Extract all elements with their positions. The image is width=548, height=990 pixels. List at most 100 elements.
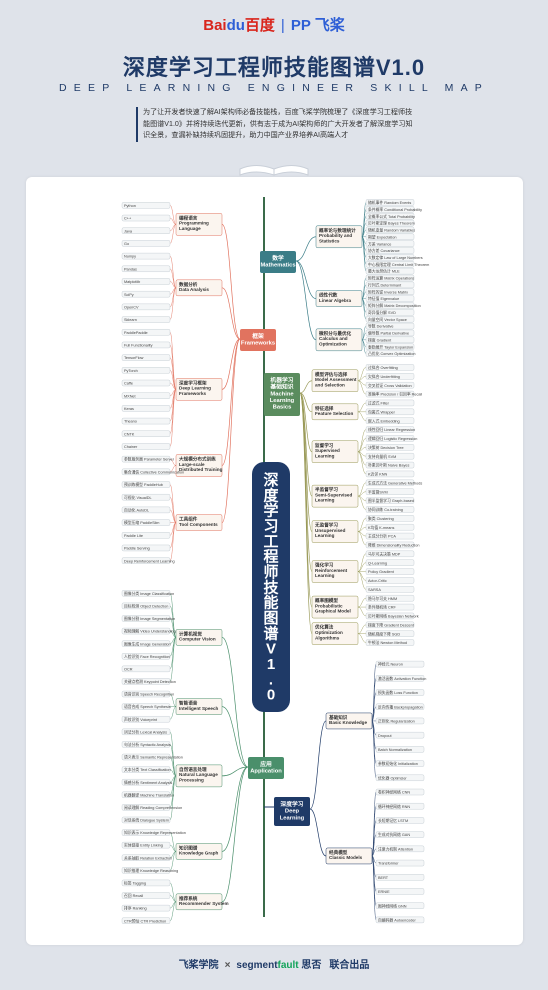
dl-group-leaf-label: 正则化 Regularization [378, 719, 415, 724]
math-group-leaf [365, 350, 415, 357]
framework-group-leaf [121, 468, 171, 476]
application-group-link [221, 766, 249, 852]
framework-group-leaf-label: Matplotlib [124, 280, 140, 284]
application-group-leaf-label: 语音识别 Speech Recognition [124, 692, 174, 697]
ml-group-leaf-label: 生成式方法 Generative Methods [368, 480, 422, 485]
framework-group-leaf [121, 506, 171, 514]
application-group-leaf-link [169, 744, 177, 777]
math-group-leaf [365, 212, 415, 220]
ml-group-leaf-link [357, 429, 367, 452]
dl-group-leaf-label: 神经元 Neuron [378, 662, 403, 667]
math-group-leaf [365, 322, 415, 330]
ml-group-leaf-label: 支持向量机 SVM [368, 454, 396, 459]
dl-group-leaf-link [371, 855, 377, 906]
ml-group-leaf-label: 协同训练 Co-training [368, 507, 403, 512]
application-group-leaf [121, 665, 171, 673]
application-group-leaf [121, 690, 171, 698]
framework-group-leaf-label: C++ [124, 217, 132, 221]
center-title-char: V [266, 641, 276, 658]
application-group-leaf [121, 791, 171, 799]
application-group-leaf [121, 766, 171, 773]
framework-group-leaf-label: 可视化 VisualDL [124, 495, 152, 500]
math-group-leaf-label: 最大似然估计 MLE [368, 269, 400, 274]
application-group-leaf-link [169, 901, 177, 921]
ml-group-leaf-link [357, 633, 367, 643]
ml-group-leaf-link [357, 367, 367, 381]
framework-group-leaf [121, 532, 171, 539]
ml-group-leaf [365, 621, 415, 629]
framework-group-leaf-link [169, 389, 177, 447]
ml-group-leaf [365, 497, 415, 504]
ml-group-leaf-link [357, 606, 367, 617]
logo-bar: Baidu百度|PP 飞桨 [0, 14, 548, 35]
ml-group-leaf [365, 399, 415, 407]
math-group-leaf [365, 254, 415, 261]
math-group-leaf [365, 233, 415, 241]
framework-group-leaf [121, 493, 171, 501]
framework-group-leaf-link [169, 268, 177, 289]
ml-group-leaf [365, 373, 415, 380]
application-group-leaf [121, 816, 171, 824]
framework-group-leaf-link [169, 509, 177, 523]
framework-group-leaf-label: TensorFlow [124, 356, 144, 360]
ml-group-leaf-link [357, 531, 367, 546]
framework-group-link [221, 338, 241, 466]
dl-group-leaf-label: 图神经网络 GNN [378, 903, 407, 908]
ml-group-leaf [365, 639, 415, 646]
ml-group-leaf-label: 降维 Dimensionality Reduction [368, 543, 420, 548]
ml-group-leaf-label: 过拟合 Overfitting [368, 365, 398, 370]
application-group-leaf [121, 615, 171, 622]
framework-group-leaf [121, 227, 171, 234]
ml-group-leaf [365, 461, 415, 469]
framework-group-leaf-label: Numpy [124, 255, 136, 259]
framework-group-leaf-link [169, 458, 177, 466]
dl-group-leaf-label: BERT [378, 876, 389, 880]
center-title-char: . [269, 671, 273, 688]
application-group-leaf [121, 728, 171, 736]
ml-group-leaf-link [357, 451, 367, 475]
footer-x: × [224, 960, 231, 971]
center-title-char: 能 [263, 594, 278, 612]
framework-group-leaf-label: 集合通信 Collective Communication [124, 469, 184, 474]
framework-group-leaf [121, 443, 171, 450]
framework-group-leaf-link [169, 496, 177, 523]
math-group-leaf-label: 凸优化 Convex Optimization [368, 351, 415, 356]
framework-group-leaf [121, 278, 171, 285]
application-group-leaf-label: 图像生成 Image Generation [124, 641, 171, 646]
application-group-leaf-link [169, 882, 177, 903]
ml-group-leaf-label: 朴素贝叶斯 Naive Bayes [368, 463, 409, 468]
application-group-leaf [121, 703, 171, 710]
ml-group-leaf-link [357, 376, 367, 381]
application-group-leaf [121, 892, 171, 899]
application-group-leaf-label: 文本分类 Text Classification [124, 767, 171, 772]
application-group-leaf [121, 879, 171, 887]
application-group-leaf-label: 知识表示 Knowledge Representation [124, 830, 186, 835]
application-group-leaf-label: 声纹识别 Voiceprint [124, 717, 158, 722]
math-group-leaf-label: 大数定律 Law of Large Numbers [368, 255, 423, 260]
application-group-leaf [121, 867, 171, 874]
dl-group-leaf [375, 689, 425, 696]
math-group-leaf [365, 274, 415, 282]
ml-group-leaf [365, 568, 415, 575]
dl-group-leaf-label: 激活函数 Activation Function [378, 676, 426, 681]
math-branch-box [260, 251, 296, 273]
center-title-char: 谱 [263, 624, 278, 642]
math-group-leaf-label: 向量空间 Vector Space [368, 317, 407, 322]
ml-group-leaf [365, 523, 415, 531]
ml-group-leaf-label: Policy Gradient [368, 570, 395, 574]
dl-group-link [309, 720, 327, 810]
ml-group-leaf-label: 随机梯度下降 SGD [368, 631, 400, 636]
math-group-leaf-label: 奇异值分解 SVD [368, 310, 396, 315]
framework-group-leaf-label: PyTorch [124, 369, 138, 373]
application-branch-box [248, 757, 284, 779]
ml-group-leaf-link [357, 597, 367, 608]
dl-group-leaf [375, 859, 425, 867]
framework-group-leaf-label: Pandas [124, 267, 137, 271]
center-title-char: 程 [263, 549, 278, 566]
framework-group-leaf [121, 303, 171, 311]
framework-group-leaf-label: Sklearn [124, 318, 137, 322]
framework-group-leaf-link [169, 484, 177, 523]
